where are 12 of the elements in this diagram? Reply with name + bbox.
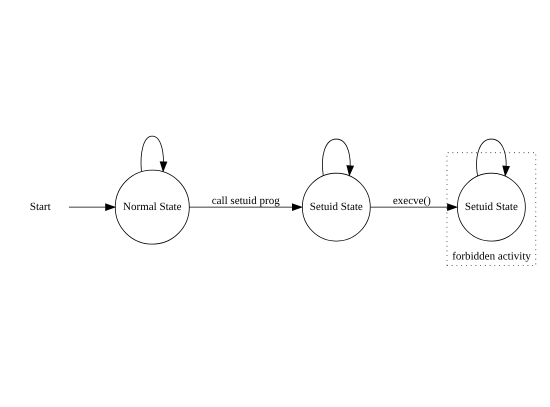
arrow [370,202,458,211]
node-circle: Normal State [114,169,190,244]
arrow [322,138,354,176]
edge-label: execve() [392,194,431,207]
arrow [476,138,510,176]
node-circle: Setuid State [302,172,371,241]
node-text: Start [30,200,51,213]
node-circle: Setuid State [457,172,526,241]
edge-label: call setuid prog [212,194,280,207]
arrow [189,202,304,211]
arrow [140,135,168,172]
arrow [68,202,116,211]
